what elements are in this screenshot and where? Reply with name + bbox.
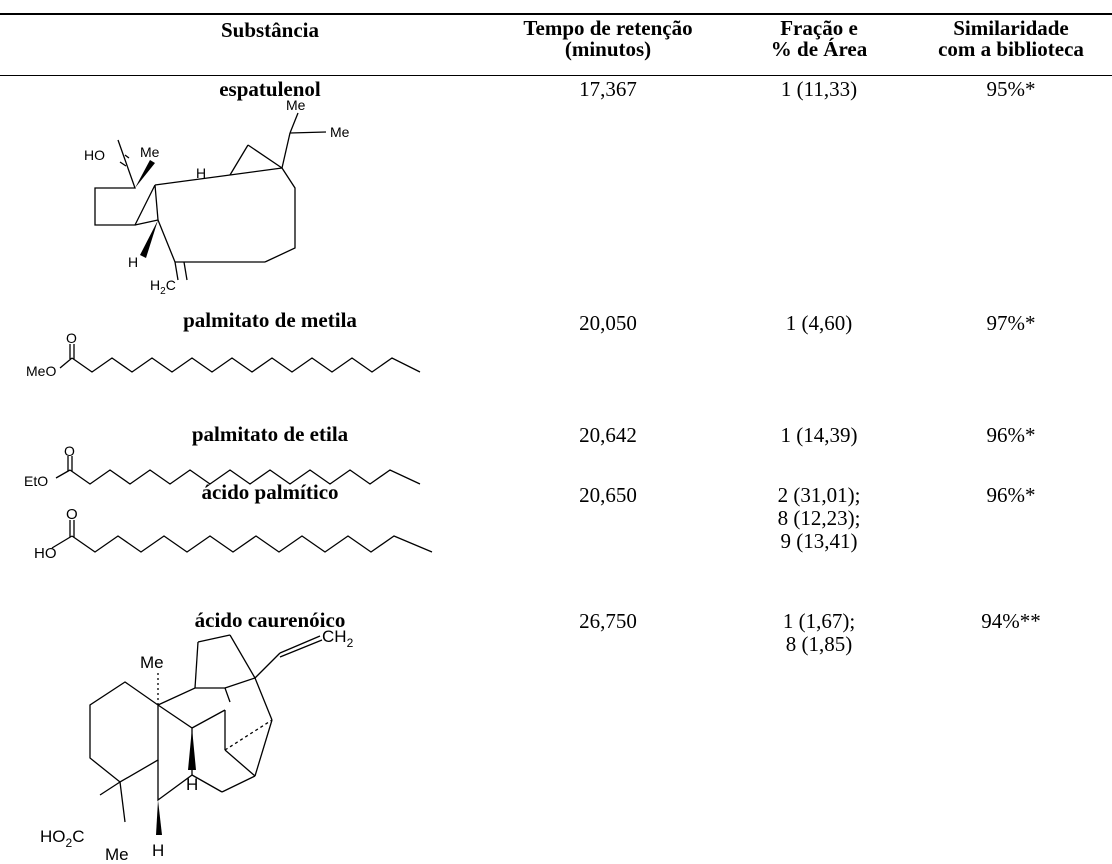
label-me-top: Me [286, 97, 306, 113]
label-ho2c: HO2C [40, 827, 84, 850]
header-retention-line2: (minutos) [564, 37, 652, 61]
header-fraction-line2: % de Área [770, 37, 868, 61]
table-header-rule [0, 75, 1112, 76]
library-similarity: 94%** [981, 609, 1041, 633]
structure-acido-caurenoico: Me CH2 H HO2C Me H [40, 627, 354, 864]
library-similarity: 96%* [986, 423, 1036, 447]
label-me-bot: Me [105, 845, 129, 864]
fraction-line: 8 (1,85) [785, 632, 853, 656]
header-similarity: Similaridade com a biblioteca [906, 18, 1112, 60]
label-ho: HO [84, 147, 105, 163]
fraction-line: 1 (1,67); [782, 609, 856, 633]
label-ester: EtO [24, 473, 48, 489]
fraction-area: 2 (31,01); 8 (12,23); 9 (13,41) [744, 484, 894, 553]
fraction-area: 1 (4,60) [744, 312, 894, 335]
label-me-top: Me [140, 653, 164, 672]
header-retention: Tempo de retenção (minutos) [486, 18, 730, 60]
fraction-line: 1 (4,60) [785, 311, 853, 335]
retention-time: 17,367 [579, 77, 637, 101]
retention-time: 20,642 [579, 423, 637, 447]
table-top-rule [0, 13, 1112, 15]
label-o: O [66, 506, 78, 523]
library-similarity: 96%* [986, 483, 1036, 507]
label-ch2: CH2 [322, 627, 354, 650]
fraction-line: 1 (14,39) [780, 423, 858, 447]
header-retention-line1: Tempo de retenção [523, 16, 693, 40]
carbon-chain [71, 357, 421, 373]
structure-espatulenol: Me Me HO Me H H H2C [84, 97, 350, 297]
substance-name-palmitato-etila: palmitato de etila [191, 422, 349, 446]
substance-name-acido-caurenoico: ácido caurenóico [194, 608, 346, 632]
structure-acido-palmitico: O HO [34, 506, 433, 562]
fraction-line: 2 (31,01); [777, 483, 861, 507]
label-ester: MeO [26, 363, 56, 379]
substance-name-espatulenol: espatulenol [219, 77, 321, 101]
fraction-line: 1 (11,33) [780, 77, 858, 101]
fraction-area: 1 (1,67); 8 (1,85) [744, 610, 894, 656]
fraction-line: 9 (13,41) [780, 529, 858, 553]
header-fraction: Fração e % de Área [744, 18, 894, 60]
retention-time: 20,650 [579, 483, 637, 507]
header-fraction-line1: Fração e [780, 16, 858, 40]
fraction-area: 1 (11,33) [744, 78, 894, 101]
retention-time: 20,050 [579, 311, 637, 335]
substance-name-acido-palmitico: ácido palmítico [201, 480, 339, 504]
label-h-upper: H [196, 165, 206, 181]
label-h-mid: H [186, 775, 198, 794]
structure-palmitato-metila: O MeO [26, 330, 421, 379]
carbon-chain [69, 469, 421, 485]
fraction-line: 8 (12,23); [777, 506, 861, 530]
label-h-bot: H [152, 841, 164, 860]
label-me-right: Me [330, 124, 350, 140]
fraction-area: 1 (14,39) [744, 424, 894, 447]
label-h2c: H2C [150, 277, 176, 297]
label-o: O [64, 443, 75, 459]
retention-time: 26,750 [579, 609, 637, 633]
label-me-left: Me [140, 144, 160, 160]
label-o: O [66, 330, 77, 346]
substance-name-palmitato-metila: palmitato de metila [183, 308, 357, 332]
header-similarity-line1: Similaridade [953, 16, 1069, 40]
structure-palmitato-etila: O EtO [24, 443, 421, 489]
header-similarity-line2: com a biblioteca [938, 37, 1084, 61]
library-similarity: 95%* [986, 77, 1036, 101]
label-h-lower: H [128, 254, 138, 270]
label-ester: HO [34, 545, 57, 562]
library-similarity: 97%* [986, 311, 1036, 335]
carbon-chain [71, 535, 433, 553]
header-substance: Substância [220, 18, 320, 42]
